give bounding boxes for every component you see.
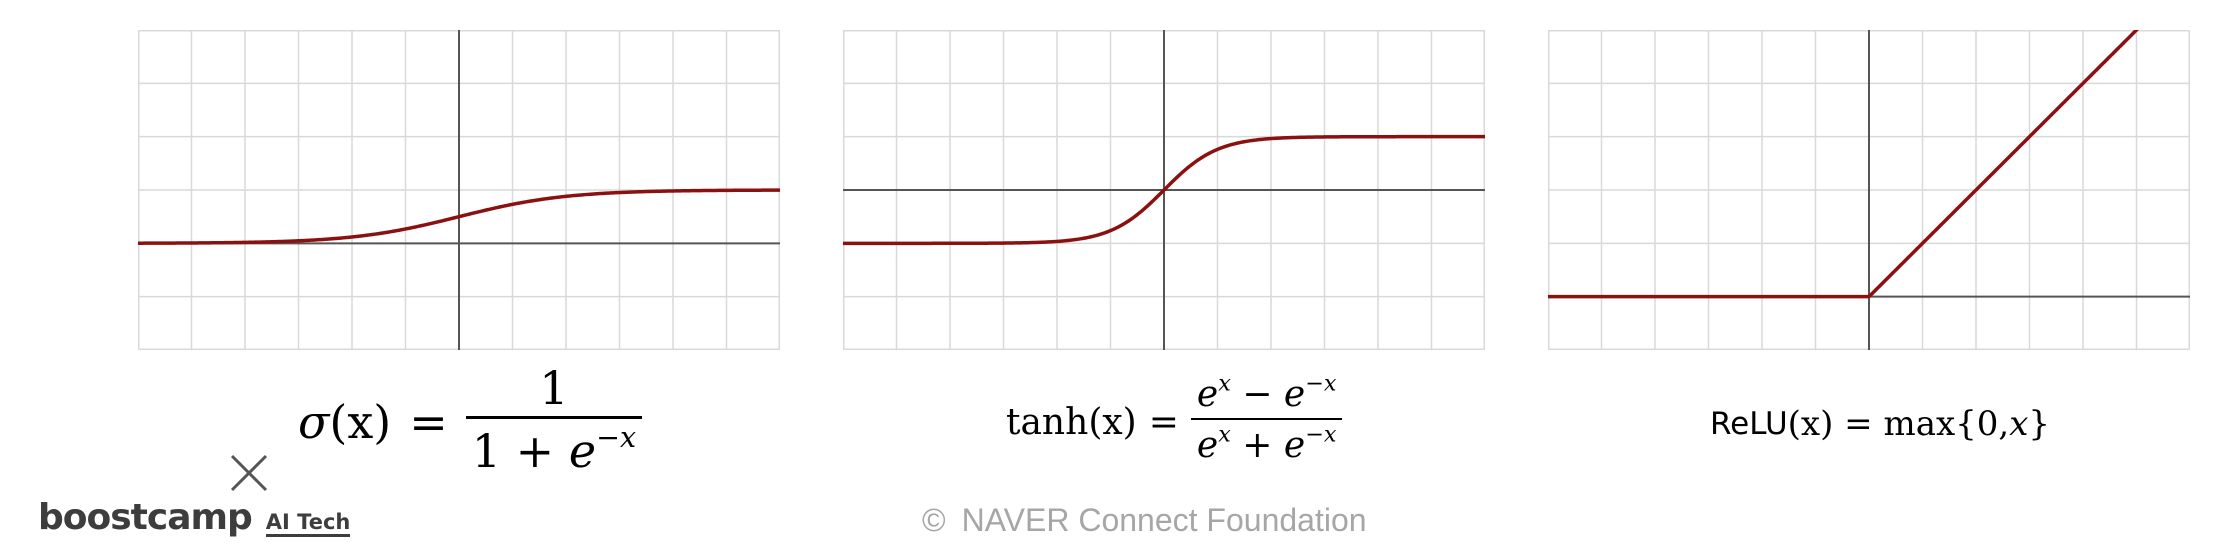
sigmoid-equals: = bbox=[409, 394, 448, 449]
tanh-formula: tanh(x) = ex − e−x ex + e−x bbox=[1006, 372, 1343, 472]
sigmoid-fraction-bar bbox=[465, 416, 643, 419]
tanh-equals: = bbox=[1148, 401, 1179, 443]
tanh-den-exp2: −x bbox=[1305, 421, 1337, 448]
copyright-notice: © NAVER Connect Foundation bbox=[922, 502, 1367, 539]
tanh-fraction: ex − e−x ex + e−x bbox=[1190, 372, 1343, 472]
sigmoid-curve bbox=[138, 188, 780, 245]
tanh-den-base1: e bbox=[1196, 425, 1219, 466]
relu-open: {0, bbox=[1955, 404, 2010, 444]
sigmoid-plot bbox=[138, 30, 780, 350]
sigmoid-symbol: σ bbox=[298, 394, 330, 449]
relu-formula: ReLU(x) = max{0,x} bbox=[1710, 404, 2050, 444]
sigmoid-den-base: e bbox=[568, 424, 597, 478]
tanh-formula-lhs: tanh(x) bbox=[1006, 402, 1137, 443]
relu-curve bbox=[1548, 30, 2139, 299]
tanh-numerator: ex − e−x bbox=[1191, 372, 1343, 418]
sigmoid-formula-lhs: σ(x) bbox=[298, 395, 391, 449]
times-icon bbox=[230, 454, 268, 492]
relu-arg: (x) bbox=[1787, 404, 1834, 444]
sigmoid-numerator: 1 bbox=[539, 361, 569, 415]
tanh-graph bbox=[843, 30, 1485, 350]
tanh-num-op: − bbox=[1230, 374, 1284, 415]
tanh-den-exp1: x bbox=[1218, 421, 1231, 448]
sigmoid-arg: (x) bbox=[329, 394, 392, 449]
relu-close: } bbox=[2028, 404, 2051, 444]
tanh-num-exp1: x bbox=[1218, 370, 1231, 397]
tanh-arg: (x) bbox=[1088, 401, 1137, 443]
relu-symbol: ReLU bbox=[1710, 406, 1788, 442]
tanh-fraction-bar bbox=[1190, 418, 1343, 420]
sigmoid-den-exp: −x bbox=[596, 421, 637, 455]
sigmoid-formula: σ(x) = 1 1 + e−x bbox=[298, 360, 643, 483]
relu-graph bbox=[1548, 30, 2190, 350]
copyright-text: NAVER Connect Foundation bbox=[961, 502, 1367, 538]
tanh-symbol: tanh bbox=[1006, 401, 1089, 443]
logo-subtitle: AI Tech bbox=[265, 510, 351, 537]
sigmoid-fraction: 1 1 + e−x bbox=[465, 360, 643, 483]
relu-equals: = bbox=[1833, 404, 1884, 444]
tanh-plot bbox=[843, 30, 1485, 350]
tanh-num-base1: e bbox=[1196, 374, 1219, 415]
logo-wordmark: boostcamp bbox=[38, 497, 253, 538]
boostcamp-logo: boostcamp AI Tech bbox=[38, 497, 351, 538]
sigmoid-graph bbox=[138, 30, 780, 350]
tanh-num-base2: e bbox=[1283, 374, 1306, 415]
relu-plot bbox=[1548, 30, 2190, 350]
relu-var: x bbox=[2009, 404, 2029, 444]
tanh-curve bbox=[843, 134, 1485, 246]
sigmoid-den-prefix: 1 + bbox=[471, 424, 569, 478]
copyright-symbol: © bbox=[922, 502, 946, 538]
tanh-denominator: ex + e−x bbox=[1191, 420, 1343, 472]
tanh-den-op: + bbox=[1230, 425, 1284, 466]
tanh-num-exp2: −x bbox=[1305, 370, 1337, 397]
sigmoid-denominator: 1 + e−x bbox=[466, 419, 642, 483]
tanh-den-base2: e bbox=[1283, 425, 1306, 466]
relu-max: max bbox=[1883, 404, 1956, 444]
